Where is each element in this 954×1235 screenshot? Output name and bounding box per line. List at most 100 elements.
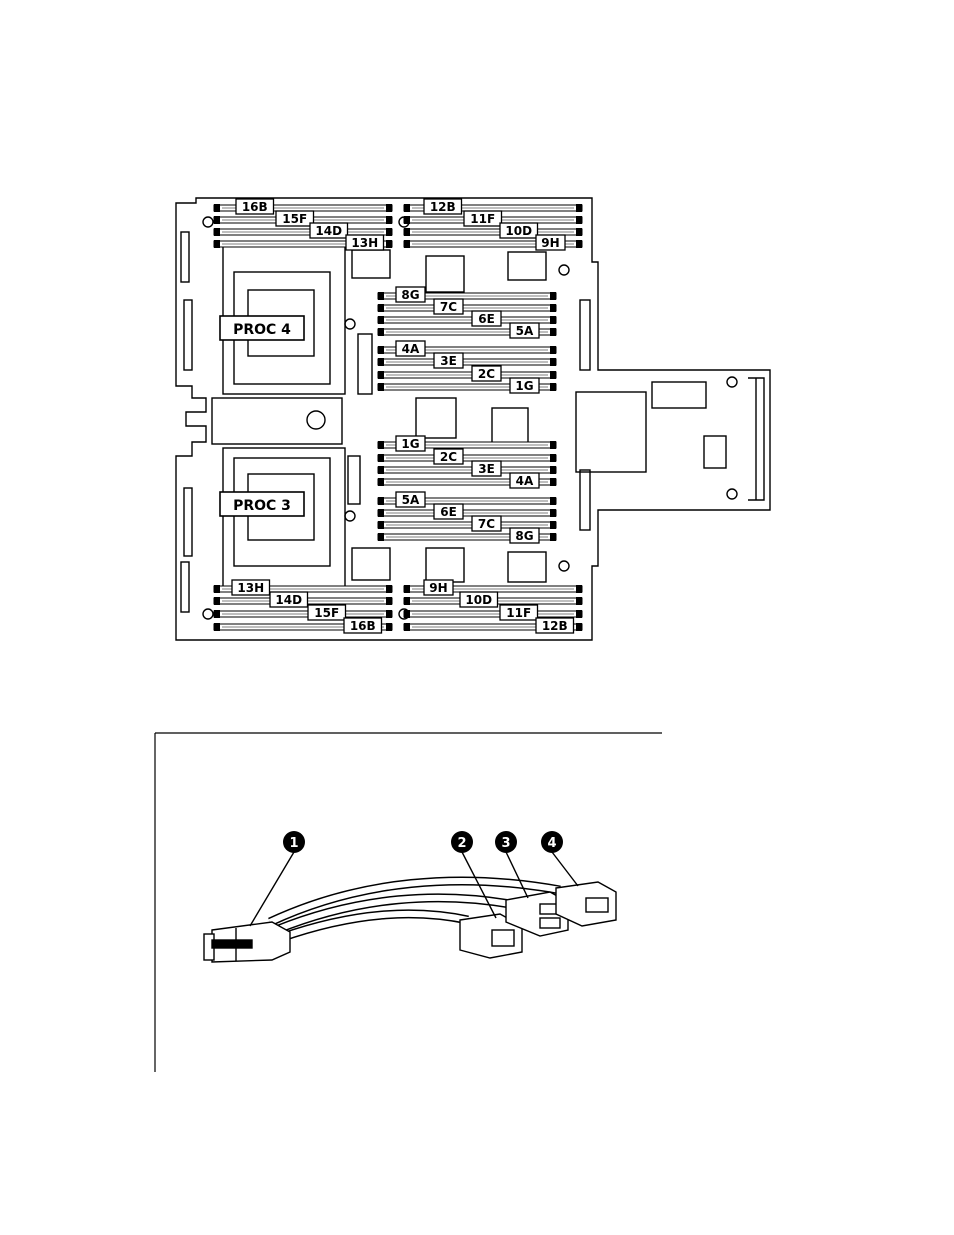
proc4-label-text: PROC 4 (233, 322, 291, 338)
dimm-slot-label: 1G (510, 378, 539, 393)
chip-region-14 (704, 436, 726, 468)
dimm-slot-label: 5A (396, 492, 425, 507)
system-board-diagram (176, 198, 770, 640)
dimm-slot-label: 4A (396, 341, 425, 356)
dimm-slot-label: 13H (232, 580, 270, 595)
callout-1-number: 1 (289, 836, 298, 851)
mount-hole (727, 489, 737, 499)
board-outline (176, 198, 770, 640)
dimm-slot-label-text: 9H (429, 581, 447, 595)
dimm-slot-label: 15F (276, 211, 314, 226)
chip-region-12 (580, 300, 590, 370)
dimm-slot-label-text: 6E (478, 312, 495, 326)
dimm-slot-label: 13H (346, 235, 384, 250)
dimm-slot (378, 454, 556, 462)
dimm-slot-label-text: 8G (401, 288, 419, 302)
dimm-slot-label: 8G (510, 528, 539, 543)
dimm-slot-label: 1G (396, 436, 425, 451)
proc3-label-text: PROC 3 (233, 498, 291, 514)
dimm-slot-label: 12B (536, 618, 574, 633)
mount-hole (203, 609, 213, 619)
chip-region-9 (426, 548, 464, 582)
dimm-slot-label-text: 14D (275, 593, 302, 607)
dimm-slot-label-text: 5A (516, 324, 534, 338)
dimm-slot-label-text: 14D (315, 224, 342, 238)
mount-hole (559, 265, 569, 275)
dimm-slot-label-text: 15F (282, 212, 307, 226)
mount-hole (727, 377, 737, 387)
right-bracket (748, 378, 764, 500)
chip-region-7 (576, 392, 646, 472)
dimm-slot-label: 6E (434, 504, 463, 519)
dimm-slot (378, 509, 556, 517)
dimm-slot-label-text: 13H (351, 236, 378, 250)
left-connector-lower-a (184, 488, 192, 556)
dimm-slot-label-text: 15F (314, 606, 339, 620)
dimm-slot-label-text: 11F (470, 212, 495, 226)
dimm-slot-label-text: 16B (350, 619, 376, 633)
dimm-slot-label: 3E (434, 353, 463, 368)
dimm-slot-label-text: 13H (237, 581, 264, 595)
proc3-label: PROC 3 (220, 492, 304, 516)
dimm-slot (404, 610, 582, 618)
proc3-socket-frame (223, 448, 345, 588)
mount-hole (345, 511, 355, 521)
dimm-slot-label-text: 2C (478, 367, 495, 381)
processor-divider-bar (212, 398, 342, 444)
dimm-slot-label-text: 12B (542, 619, 568, 633)
dimm-label-group: 16B 15F 14D 13H 12B 11F 10D 9H 8G 7C 6E 5A 4A 3E 2C 1G 1… (232, 199, 574, 633)
mount-hole (345, 319, 355, 329)
dimm-slot-label: 14D (270, 592, 308, 607)
dimm-slot-label-text: 16B (242, 200, 268, 214)
dimm-slot-label-text: 10D (505, 224, 532, 238)
dimm-slot-label-text: 7C (478, 517, 495, 531)
chip-region-11 (348, 456, 360, 504)
dimm-slot-group (214, 204, 582, 631)
chip-region-13 (580, 470, 590, 530)
left-connector-upper-a (181, 232, 189, 282)
callout-3-leader (506, 852, 528, 898)
dimm-slot-label: 6E (472, 311, 501, 326)
chip-region-8 (352, 548, 390, 580)
dimm-slot-label-text: 7C (440, 300, 457, 314)
callout-4-leader (552, 852, 578, 886)
dimm-slot-label-text: 9H (541, 236, 559, 250)
dimm-slot-label: 14D (310, 223, 348, 238)
dimm-slot-label: 2C (434, 449, 463, 464)
dimm-slot-label-text: 1G (401, 437, 419, 451)
chip-region-6 (492, 408, 528, 444)
dimm-slot-label: 5A (510, 323, 539, 338)
dimm-slot-label: 2C (472, 366, 501, 381)
battery-holder (652, 382, 706, 408)
dimm-slot-label: 10D (460, 592, 498, 607)
dimm-slot-label-text: 10D (465, 593, 492, 607)
dimm-slot-label: 7C (434, 299, 463, 314)
dimm-slot-label: 16B (236, 199, 274, 214)
divider-latch (307, 411, 325, 429)
dimm-slot (378, 304, 556, 312)
mount-hole (559, 561, 569, 571)
dimm-slot-label-text: 3E (478, 462, 495, 476)
dimm-slot-label: 4A (510, 473, 539, 488)
dimm-slot (214, 610, 392, 618)
callout-3: 3 (495, 831, 517, 853)
callout-2: 2 (451, 831, 473, 853)
dimm-slot-label-text: 4A (516, 474, 534, 488)
dimm-slot-label: 10D (500, 223, 538, 238)
left-connector-lower-b (181, 562, 189, 612)
cable-assembly-diagram (204, 852, 616, 962)
main-connector (204, 922, 290, 962)
mount-hole (203, 217, 213, 227)
chip-region-1 (352, 250, 390, 278)
dimm-slot-label-text: 8G (515, 529, 533, 543)
chip-region-10 (508, 552, 546, 582)
dimm-slot-label: 11F (464, 211, 502, 226)
dimm-slot-label: 12B (424, 199, 462, 214)
dimm-slot (378, 358, 556, 366)
callout-4: 4 (541, 831, 563, 853)
proc4-label: PROC 4 (220, 316, 304, 340)
dimm-slot-label: 3E (472, 461, 501, 476)
dimm-slot-label-text: 2C (440, 450, 457, 464)
dimm-slot-label-text: 12B (430, 200, 456, 214)
